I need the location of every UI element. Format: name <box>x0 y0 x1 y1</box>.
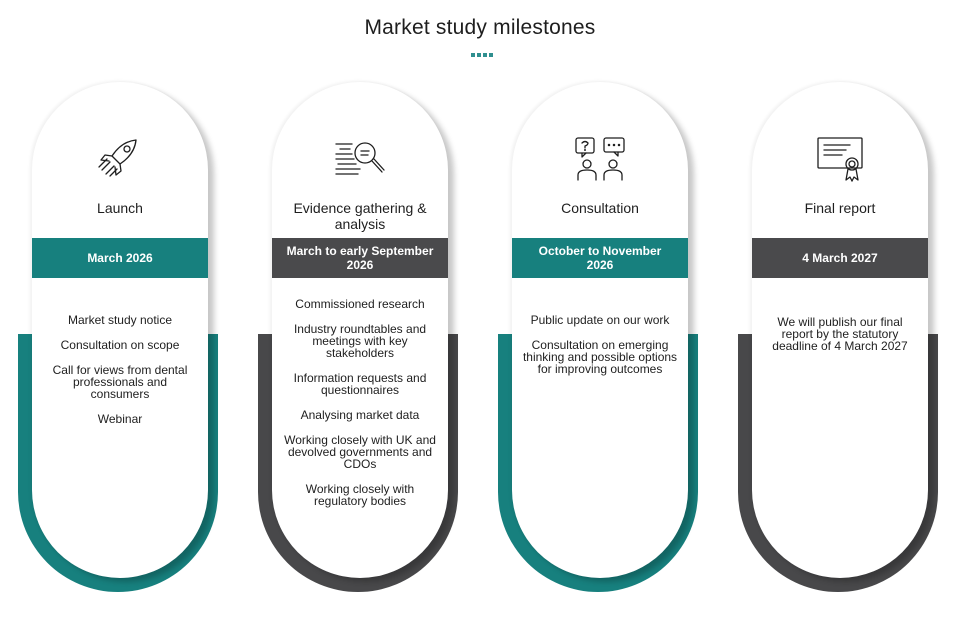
milestone-items: We will publish our final report by the … <box>762 316 918 365</box>
milestone-phase: Launch <box>97 200 143 216</box>
milestone-card: Launch March 2026 Market study notice Co… <box>32 82 208 578</box>
milestone-item: Working closely with regulatory bodies <box>305 482 415 508</box>
milestone-item: Industry roundtables and meetings with k… <box>293 322 427 360</box>
milestone-item: We will publish our final report by the … <box>772 315 908 353</box>
milestone-date: March 2026 <box>87 251 153 265</box>
rocket-icon <box>90 134 150 186</box>
milestone-phase: Evidence gathering & analysis <box>293 200 427 232</box>
milestone-item: Commissioned research <box>295 297 425 311</box>
milestone-date-band: 4 March 2027 <box>752 238 928 278</box>
milestone-items: Market study notice Consultation on scop… <box>42 314 198 438</box>
milestone-card: Evidence gathering & analysis March to e… <box>272 82 448 578</box>
milestone-date: October to November 2026 <box>538 244 662 272</box>
title-divider <box>471 53 495 57</box>
milestone-item: Consultation on emerging thinking and po… <box>522 338 678 376</box>
milestone-item: Consultation on scope <box>60 338 180 352</box>
milestone-date: March to early September 2026 <box>286 244 434 272</box>
milestone-item: Information requests and questionnaires <box>293 371 427 397</box>
milestone-phase: Consultation <box>561 200 639 216</box>
milestone-consultation: Consultation October to November 2026 Pu… <box>498 80 708 600</box>
milestone-evidence-gathering: Evidence gathering & analysis March to e… <box>258 80 468 600</box>
milestone-item: Webinar <box>97 412 143 426</box>
milestone-phase: Final report <box>804 200 876 216</box>
milestone-item: Market study notice <box>67 313 173 327</box>
milestone-date-band: October to November 2026 <box>512 238 688 278</box>
milestone-date-band: March 2026 <box>32 238 208 278</box>
people-speech-icon <box>570 134 630 186</box>
milestone-item: Call for views from dental professionals… <box>52 363 188 401</box>
milestone-items: Commissioned research Industry roundtabl… <box>282 298 438 520</box>
milestone-item: Working closely with UK and devolved gov… <box>284 433 436 471</box>
milestone-launch: Launch March 2026 Market study notice Co… <box>18 80 228 600</box>
milestone-card: Consultation October to November 2026 Pu… <box>512 82 688 578</box>
magnifier-document-icon <box>330 134 390 186</box>
milestone-item: Public update on our work <box>530 313 670 327</box>
milestone-card: Final report 4 March 2027 We will publis… <box>752 82 928 578</box>
milestone-item: Analysing market data <box>300 408 420 422</box>
milestone-date: 4 March 2027 <box>802 251 878 265</box>
milestone-date-band: March to early September 2026 <box>272 238 448 278</box>
milestone-items: Public update on our work Consultation o… <box>522 314 678 388</box>
certificate-icon <box>810 134 870 186</box>
page-title: Market study milestones <box>364 16 596 39</box>
milestone-final-report: Final report 4 March 2027 We will publis… <box>738 80 948 600</box>
